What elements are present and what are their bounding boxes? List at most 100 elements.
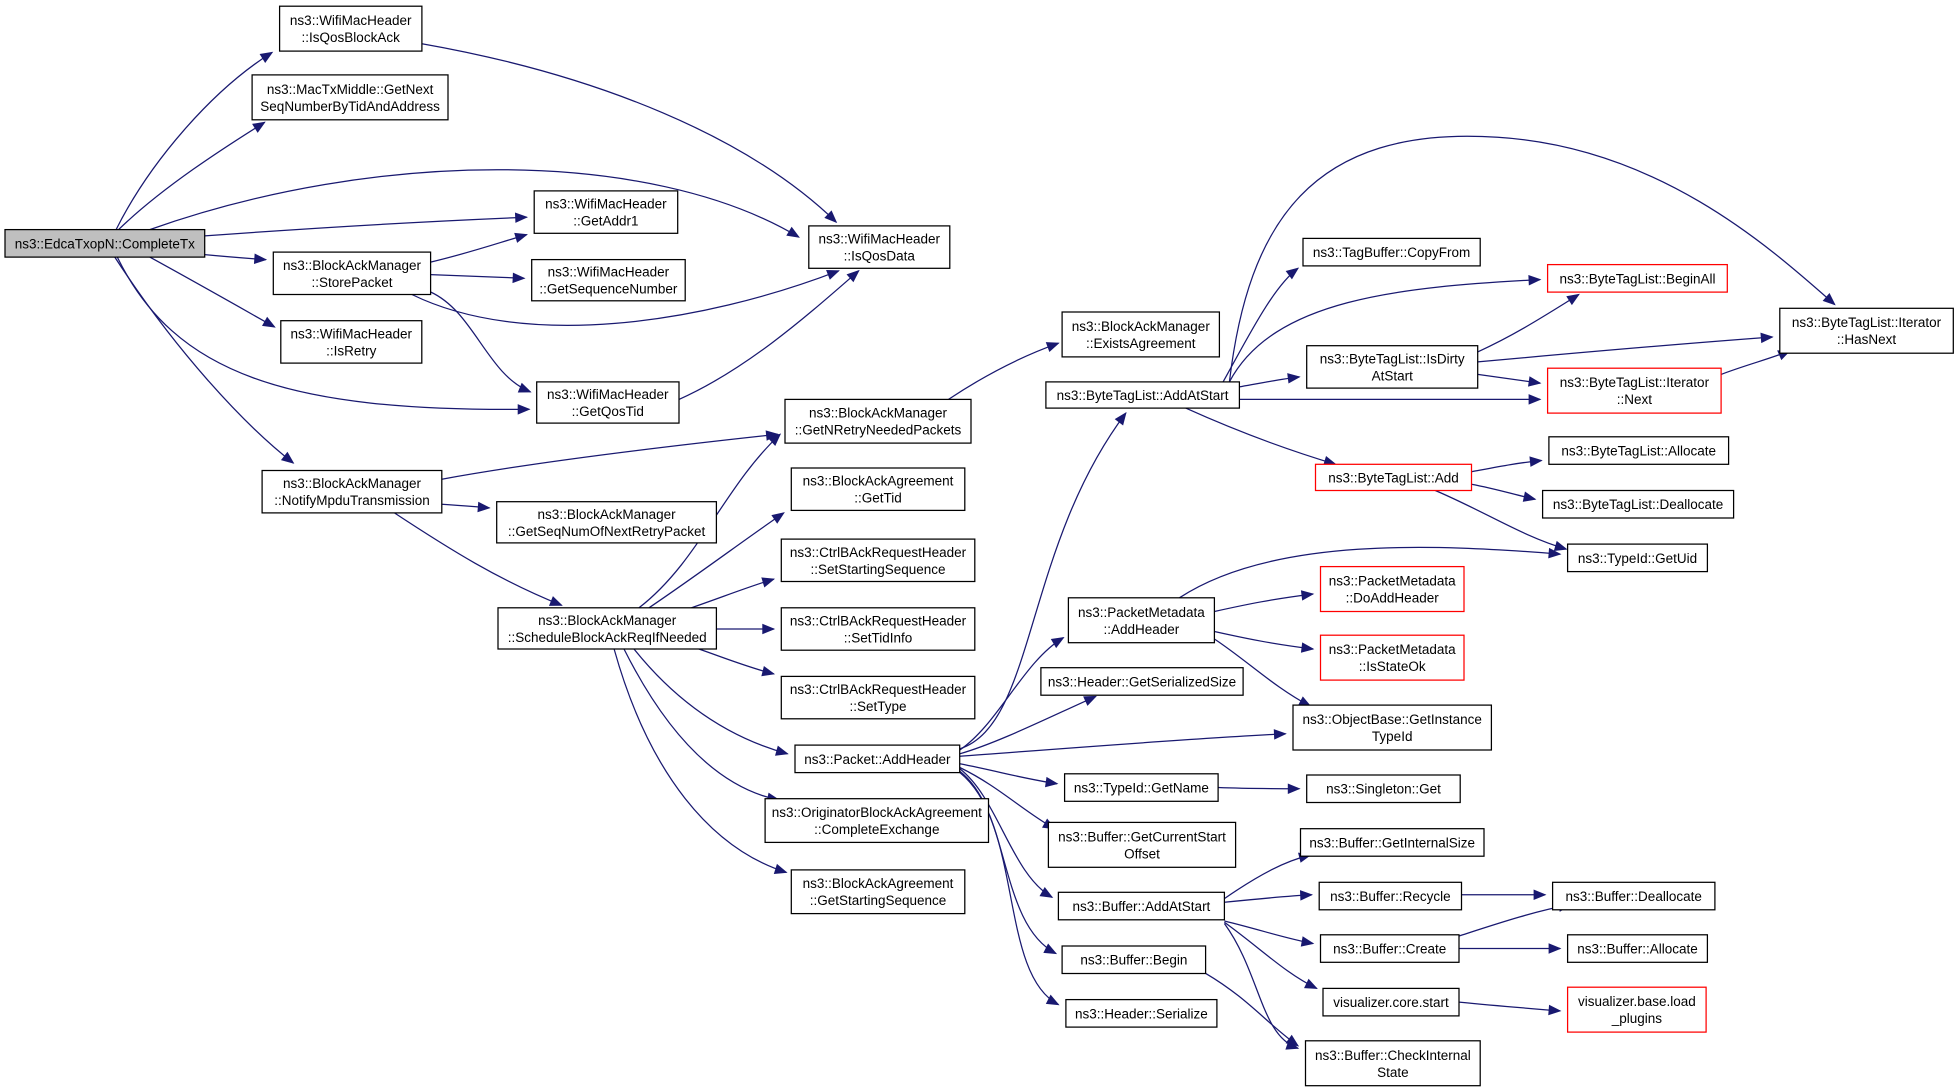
node-label-line: ns3::WifiMacHeader (545, 197, 667, 212)
node-box (1319, 565, 1465, 613)
node-box (1551, 881, 1716, 911)
graph-node-settype[interactable]: ns3::CtrlBAckRequestHeader::SetType (780, 675, 976, 720)
node-box (1061, 945, 1207, 975)
edge-root-to-notifympdu (114, 256, 294, 464)
graph-node-singletonget[interactable]: ns3::Singleton::Get (1306, 774, 1461, 804)
edge-schedule-to-getstartseq (613, 648, 787, 873)
graph-node-bufferrecycle[interactable]: ns3::Buffer::Recycle (1318, 881, 1463, 911)
node-label-line: ::AddHeader (1103, 622, 1179, 637)
graph-node-btldeallocate[interactable]: ns3::ByteTagList::Deallocate (1541, 489, 1735, 519)
node-box (1065, 998, 1218, 1028)
arrowhead-getqostid (517, 382, 532, 393)
edge-root-to-getnextseq (118, 121, 265, 231)
graph-node-typeidgetuid[interactable]: ns3::TypeId::GetUid (1566, 543, 1709, 573)
arrowhead-storepacket (253, 253, 268, 265)
graph-node-setstartseq[interactable]: ns3::CtrlBAckRequestHeader::SetStartingS… (780, 538, 976, 583)
arrowhead-iterhasnext (1760, 332, 1774, 344)
graph-node-notifympdu[interactable]: ns3::BlockAckManager::NotifyMpduTransmis… (261, 469, 443, 514)
graph-node-completeexchange[interactable]: ns3::OriginatorBlockAckAgreement::Comple… (764, 798, 990, 844)
graph-node-root[interactable]: ns3::EdcaTxopN::CompleteTx (4, 228, 206, 258)
edge-btladdatstart-to-tagbuffercopyfrom (1222, 267, 1299, 383)
graph-node-gettid[interactable]: ns3::BlockAckAgreement::GetTid (790, 467, 966, 512)
graph-node-vizloadplugins[interactable]: visualizer.base.load_plugins (1566, 986, 1707, 1033)
graph-node-storepacket[interactable]: ns3::BlockAckManager::StorePacket (272, 251, 432, 296)
arrowhead-isqosdata (824, 210, 838, 224)
graph-node-getinternalsize[interactable]: ns3::Buffer::GetInternalSize (1299, 828, 1485, 857)
graph-node-isretry[interactable]: ns3::WifiMacHeader::IsRetry (280, 320, 423, 364)
graph-node-getaddr1[interactable]: ns3::WifiMacHeader::GetAddr1 (533, 190, 679, 234)
node-label-line: ns3::Buffer::Allocate (1577, 942, 1698, 957)
graph-node-btladdatstart[interactable]: ns3::ByteTagList::AddAtStart (1045, 381, 1241, 409)
graph-node-pmaddheader[interactable]: ns3::PacketMetadata::AddHeader (1067, 597, 1216, 644)
graph-node-getnextseq[interactable]: ns3::MacTxMiddle::GetNextSeqNumberByTidA… (251, 74, 449, 121)
node-label-line: ns3::TypeId::GetUid (1578, 551, 1697, 566)
node-label-line: State (1377, 1065, 1409, 1080)
node-label-line: ns3::CtrlBAckRequestHeader (790, 682, 967, 697)
node-box (1057, 891, 1226, 921)
graph-node-headerserialize[interactable]: ns3::Header::Serialize (1065, 998, 1218, 1028)
graph-node-tagbuffercopyfrom[interactable]: ns3::TagBuffer::CopyFrom (1302, 237, 1481, 267)
node-label-line: ns3::BlockAckManager (809, 406, 948, 421)
edge-packetaddheader-to-headerserialize (959, 772, 1059, 1006)
node-box (1040, 667, 1244, 696)
node-box (1061, 311, 1221, 358)
arrowhead-bufferallocate (1548, 943, 1562, 954)
graph-node-getnretry[interactable]: ns3::BlockAckManager::GetNRetryNeededPac… (784, 398, 972, 444)
graph-node-typeidgetname[interactable]: ns3::TypeId::GetName (1063, 773, 1219, 802)
graph-node-isstateok[interactable]: ns3::PacketMetadata::IsStateOk (1319, 634, 1465, 681)
graph-node-btlbeginall[interactable]: ns3::ByteTagList::BeginAll (1546, 263, 1728, 293)
arrowhead-btlbeginall (1528, 274, 1542, 286)
graph-node-packetaddheader[interactable]: ns3::Packet::AddHeader (794, 744, 961, 774)
edge-root-to-isqosblockack (115, 51, 273, 230)
graph-node-iternext[interactable]: ns3::ByteTagList::Iterator::Next (1546, 367, 1722, 414)
node-label-line: ns3::PacketMetadata (1329, 642, 1456, 657)
node-box (1063, 773, 1219, 802)
edge-btlisdirty-to-iterhasnext (1477, 336, 1773, 363)
edge-pmaddheader-to-isstateok (1214, 630, 1314, 650)
node-label-line: ::SetType (849, 699, 906, 714)
node-label-line: ns3::Header::GetSerializedSize (1048, 674, 1236, 689)
graph-node-settidinfo[interactable]: ns3::CtrlBAckRequestHeader::SetTidInfo (780, 607, 976, 651)
edge-bufferaddatstart-to-vizcorestart (1224, 921, 1317, 989)
graph-node-isqosdata[interactable]: ns3::WifiMacHeader::IsQosData (808, 225, 951, 269)
edge-packetaddheader-to-bufferaddatstart (959, 768, 1053, 898)
graph-node-buffercreate[interactable]: ns3::Buffer::Create (1319, 934, 1460, 963)
edge-storepacket-to-getqostid (430, 291, 531, 393)
node-label-line: ::Next (1617, 392, 1653, 407)
graph-node-bufferbegin[interactable]: ns3::Buffer::Begin (1061, 945, 1207, 975)
graph-node-isqosblockack[interactable]: ns3::WifiMacHeader::IsQosBlockAck (278, 5, 423, 52)
graph-node-getqostid[interactable]: ns3::WifiMacHeader::GetQosTid (536, 381, 680, 424)
edge-btladdatstart-to-iterhasnext (1228, 135, 1836, 382)
node-label-line: ::GetSeqNumOfNextRetryPacket (508, 524, 706, 539)
edge-btladd-to-typeidgetuid (1435, 489, 1567, 550)
node-label-line: ns3::TypeId::GetName (1074, 781, 1209, 796)
edge-btladdatstart-to-btlbeginall (1228, 278, 1541, 383)
node-box (1566, 934, 1709, 963)
graph-node-existsagreement[interactable]: ns3::BlockAckManager::ExistsAgreement (1061, 311, 1221, 358)
node-label-line: ns3::BlockAckManager (538, 613, 677, 628)
graph-node-getstartseq[interactable]: ns3::BlockAckAgreement::GetStartingSeque… (790, 869, 966, 915)
graph-node-bufferaddatstart[interactable]: ns3::Buffer::AddAtStart (1057, 891, 1226, 921)
graph-node-iterhasnext[interactable]: ns3::ByteTagList::Iterator::HasNext (1779, 307, 1954, 354)
graph-node-doaddheader[interactable]: ns3::PacketMetadata::DoAddHeader (1319, 565, 1465, 613)
node-label-line: ns3::WifiMacHeader (548, 265, 670, 280)
graph-node-getserializedsize[interactable]: ns3::Header::GetSerializedSize (1040, 667, 1244, 696)
graph-node-bufferallocate[interactable]: ns3::Buffer::Allocate (1566, 934, 1709, 963)
arrowhead-bufferaddatstart (1039, 887, 1054, 898)
node-label-line: ::IsQosData (844, 249, 916, 264)
arrowhead-getinstancetypeid (1273, 729, 1287, 740)
arrowhead-isqosdata (826, 269, 840, 280)
node-label-line: ns3::BlockAckManager (283, 476, 422, 491)
graph-node-bufferdeallocate[interactable]: ns3::Buffer::Deallocate (1551, 881, 1716, 911)
graph-node-btladd[interactable]: ns3::ByteTagList::Add (1314, 463, 1473, 492)
graph-node-getseqnum[interactable]: ns3::WifiMacHeader::GetSequenceNumber (531, 258, 686, 302)
graph-node-vizcorestart[interactable]: visualizer.core.start (1322, 987, 1460, 1017)
graph-node-getseqnumretry[interactable]: ns3::BlockAckManager::GetSeqNumOfNextRet… (496, 501, 718, 544)
graph-node-schedule[interactable]: ns3::BlockAckManager::ScheduleBlockAckRe… (497, 607, 718, 650)
node-box (280, 320, 423, 364)
graph-node-btlallocate[interactable]: ns3::ByteTagList::Allocate (1548, 436, 1730, 465)
